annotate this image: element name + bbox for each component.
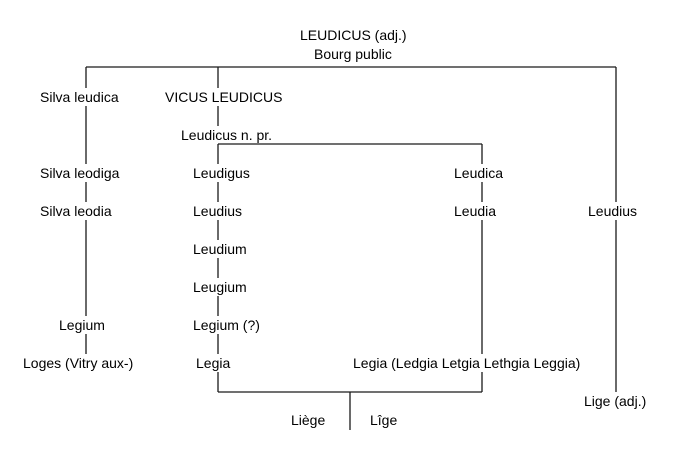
node-leudius-right: Leudius <box>588 203 638 219</box>
node-silva-leudica: Silva leudica <box>40 89 119 105</box>
node-legia-variants: Legia (Ledgia Letgia Lethgia Leggia) <box>353 355 581 371</box>
node-legium-left: Legium <box>59 317 105 333</box>
node-silva-leodiga: Silva leodiga <box>40 165 120 181</box>
node-leudica: Leudica <box>454 165 504 181</box>
node-loges: Loges (Vitry aux-) <box>23 355 134 371</box>
node-legia-center: Legia <box>196 355 231 371</box>
node-silva-leodia: Silva leodia <box>40 203 112 219</box>
node-leugium: Leugium <box>193 279 247 295</box>
node-leudia: Leudia <box>454 203 497 219</box>
outcome-liege: Liège <box>291 412 326 428</box>
node-lige-adj: Lige (adj.) <box>584 393 647 409</box>
outcome-lige: Lîge <box>370 412 398 428</box>
root-subtitle: Bourg public <box>314 46 392 62</box>
node-vicus-leudicus: VICUS LEUDICUS <box>165 89 283 105</box>
node-leudius-center: Leudius <box>193 203 243 219</box>
node-legium-uncertain: Legium (?) <box>193 317 260 333</box>
node-leudicus-npr: Leudicus n. pr. <box>181 127 273 143</box>
node-leudium: Leudium <box>193 241 247 257</box>
root-title: LEUDICUS (adj.) <box>300 27 407 43</box>
node-leudigus: Leudigus <box>193 165 250 181</box>
